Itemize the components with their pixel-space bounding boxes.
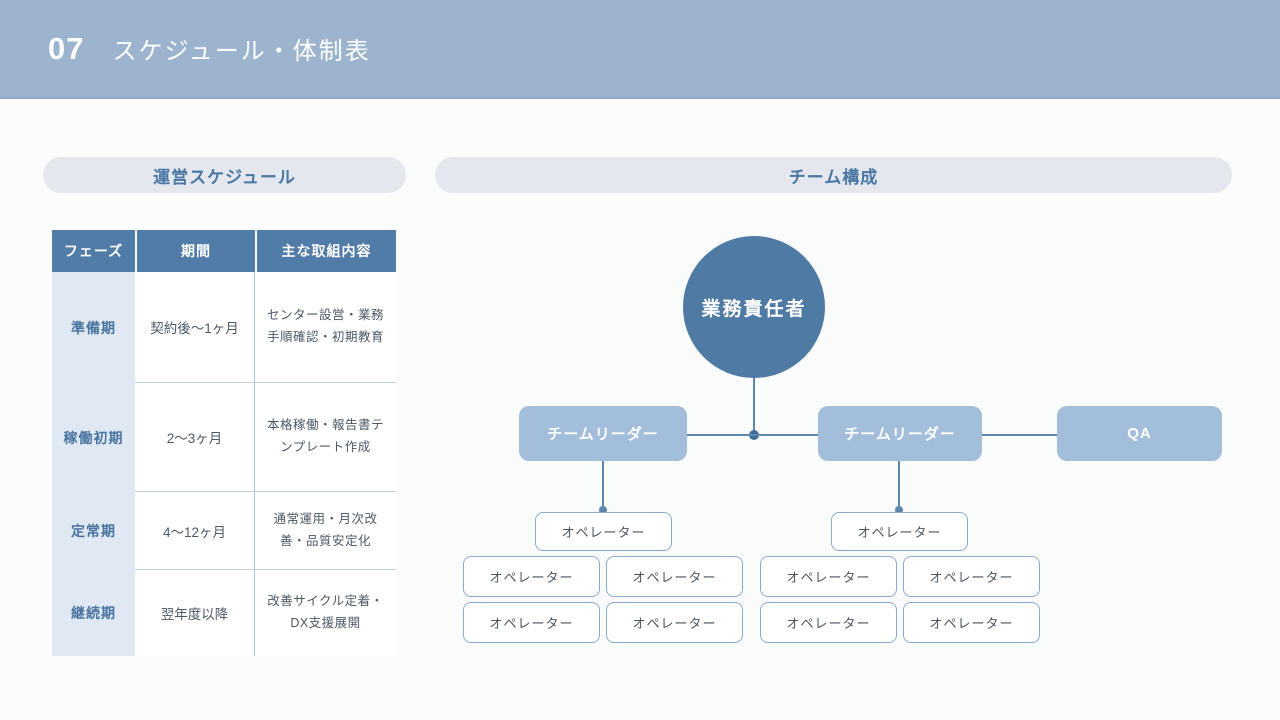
content-cell: センター設営・業務手順確認・初期教育 [255,272,396,383]
manager-circle: 業務責任者 [683,236,825,378]
period-cell: 翌年度以降 [135,570,255,656]
operator-box: オペレーター [606,556,743,597]
qa-box: QA [1057,406,1222,461]
operator-box: オペレーター [760,602,897,643]
operator-box: オペレーター [831,512,968,551]
column-header-period: 期間 [135,230,255,272]
operator-box: オペレーター [463,556,600,597]
operator-box: オペレーター [463,602,600,643]
leader-box-left: チームリーダー [519,406,687,461]
phase-cell: 継続期 [52,570,135,656]
content-cell: 本格稼働・報告書テンプレート作成 [255,383,396,492]
connector-leader2-vertical [898,461,900,512]
operator-box: オペレーター [903,556,1040,597]
period-cell: 2〜3ヶ月 [135,383,255,492]
connector-leader1-vertical [602,461,604,512]
phase-cell: 準備期 [52,272,135,383]
period-cell: 契約後〜1ヶ月 [135,272,255,383]
slide-number: 07 [48,30,85,66]
connector-end-dot [599,506,607,514]
content-cell: 改善サイクル定着・DX支援展開 [255,570,396,656]
operator-box: オペレーター [903,602,1040,643]
operator-box: オペレーター [535,512,672,551]
period-cell: 4〜12ヶ月 [135,492,255,570]
connector-end-dot [895,506,903,514]
column-header-phase: フェーズ [52,230,135,272]
connector-root-vertical [753,377,755,435]
phase-cell: 定常期 [52,492,135,570]
team-section-title: チーム構成 [435,157,1232,193]
page-title: スケジュール・体制表 [112,38,371,65]
content-cell: 通常運用・月次改善・品質安定化 [255,492,396,570]
header-bar: 07 スケジュール・体制表 [0,0,1280,99]
leader-box-right: チームリーダー [818,406,982,461]
connector-qa-horizontal [982,434,1057,436]
schedule-section-title: 運営スケジュール [43,157,406,193]
column-header-content: 主な取組内容 [255,230,396,272]
operator-box: オペレーター [760,556,897,597]
schedule-table: フェーズ 期間 主な取組内容 準備期 契約後〜1ヶ月 センター設営・業務手順確認… [52,230,396,656]
operator-box: オペレーター [606,602,743,643]
phase-cell: 稼働初期 [52,383,135,492]
connector-leaders-horizontal [687,434,818,436]
